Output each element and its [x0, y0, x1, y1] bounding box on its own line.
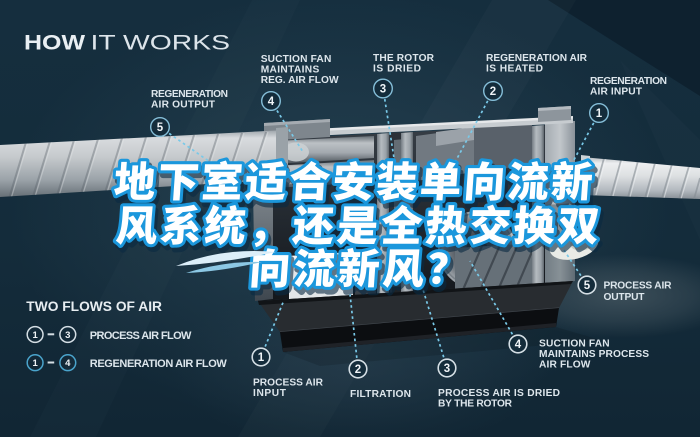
- svg-text:REGENERATION: REGENERATION: [151, 89, 228, 100]
- svg-text:AIR OUTPUT: AIR OUTPUT: [151, 100, 216, 111]
- svg-text:IS DRIED: IS DRIED: [373, 64, 421, 75]
- svg-text:1: 1: [258, 352, 265, 364]
- svg-text:PROCESS AIR FLOW: PROCESS AIR FLOW: [90, 330, 192, 342]
- svg-text:MAINTAINS PROCESS: MAINTAINS PROCESS: [539, 349, 649, 360]
- svg-text:2: 2: [355, 364, 361, 376]
- svg-text:SUCTION FAN: SUCTION FAN: [261, 54, 332, 65]
- svg-text:INPUT: INPUT: [253, 388, 287, 399]
- svg-text:5: 5: [584, 280, 591, 292]
- svg-text:4: 4: [65, 358, 71, 369]
- svg-text:SUCTION FAN: SUCTION FAN: [539, 338, 610, 349]
- svg-text:PROCESS AIR IS DRIED: PROCESS AIR IS DRIED: [438, 388, 560, 399]
- svg-text:TWO FLOWS OF AIR: TWO FLOWS OF AIR: [26, 299, 162, 314]
- svg-text:4: 4: [515, 339, 522, 351]
- svg-text:HOW: HOW: [24, 31, 86, 55]
- svg-text:1: 1: [32, 358, 38, 369]
- svg-text:1: 1: [596, 108, 603, 120]
- svg-text:OUTPUT: OUTPUT: [604, 292, 646, 303]
- svg-text:1: 1: [32, 330, 38, 341]
- svg-text:MAINTAINS: MAINTAINS: [261, 65, 320, 76]
- svg-text:PROCESS AIR: PROCESS AIR: [253, 377, 324, 388]
- svg-text:PROCESS AIR: PROCESS AIR: [604, 281, 673, 292]
- svg-text:FILTRATION: FILTRATION: [350, 389, 411, 400]
- svg-text:AIR INPUT: AIR INPUT: [590, 87, 643, 98]
- svg-text:IT WORKS: IT WORKS: [91, 31, 231, 55]
- svg-text:5: 5: [157, 122, 164, 134]
- svg-text:3: 3: [65, 330, 70, 341]
- svg-text:REGENERATION: REGENERATION: [590, 76, 667, 87]
- svg-text:REGENERATION AIR FLOW: REGENERATION AIR FLOW: [90, 358, 228, 370]
- svg-text:AIR FLOW: AIR FLOW: [539, 360, 591, 371]
- svg-text:REG. AIR FLOW: REG. AIR FLOW: [261, 75, 339, 86]
- svg-text:2: 2: [490, 86, 496, 98]
- svg-text:4: 4: [268, 96, 275, 108]
- svg-text:REGENERATION AIR: REGENERATION AIR: [486, 53, 588, 64]
- svg-text:THE ROTOR: THE ROTOR: [373, 53, 435, 64]
- svg-text:IS HEATED: IS HEATED: [486, 64, 543, 75]
- svg-text:3: 3: [380, 84, 386, 96]
- svg-text:3: 3: [444, 363, 450, 375]
- svg-text:BY THE ROTOR: BY THE ROTOR: [438, 399, 513, 410]
